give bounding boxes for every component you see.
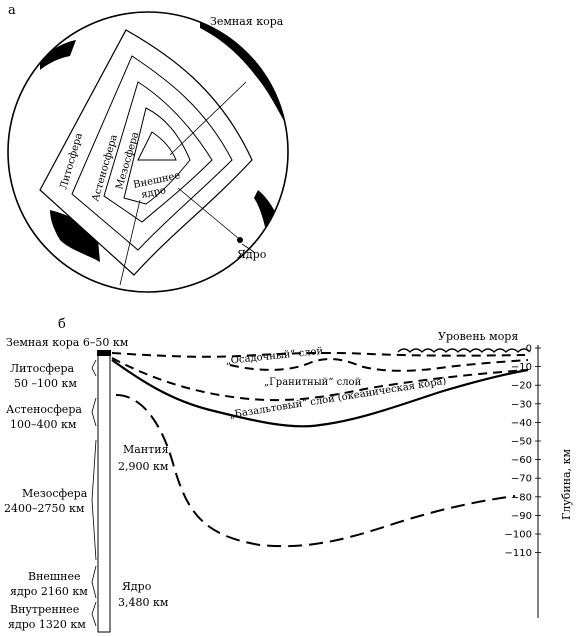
moho-boundary [111,359,529,428]
panel-a: а Земная кора Литосфера Астеносфера Мезо… [7,3,289,293]
depth-column [97,351,111,633]
depth-tick-label: −90 [511,511,532,522]
depth-tick-label: −100 [505,530,532,541]
sedimentary-boundary [111,351,526,358]
depth-tick-label: −40 [511,418,532,429]
label-inner-core-km: ядро 1320 км [8,618,86,631]
label-outer-core-km: ядро 2160 км [10,585,88,598]
granite-bottom-boundary [111,357,529,402]
depth-tick-label: −50 [511,437,532,448]
depth-tick-label: −20 [511,381,532,392]
radius-line-2 [177,187,239,239]
core-leader [241,243,255,253]
label-meso-b: Мезосфера [22,487,88,500]
panel-a-letter: а [8,3,16,18]
depth-tick-label: 0 [526,344,532,355]
label-core-b: Ядро [122,580,152,593]
depth-tick-label: −10 [511,362,532,373]
label-lith-b: Литосфера [10,362,75,375]
sea-level-waves [397,348,531,353]
radius-line-3 [119,199,141,286]
label-mantle: Мантия [123,443,169,456]
label-core: Ядро [237,248,267,261]
depth-tick-label: −30 [511,399,532,410]
depth-tick-label: −80 [511,492,532,503]
granite-top-boundary [229,358,529,372]
label-core-km: 3,480 км [118,596,169,609]
panel-b-letter: б [58,317,66,332]
column-braces [91,359,97,627]
label-crust-thickness: Земная кора 6–50 км [6,336,129,349]
label-crust: Земная кора [210,15,284,28]
label-outer-core-b: Внешнее [28,570,81,583]
depth-tick-label: −60 [511,455,532,466]
label-granite: „Гранитный“ слой [264,377,362,388]
label-outer-core-2: ядро [140,185,167,201]
depth-ticks: 0 −10 −20 −30 −40 −50 −60 −70 −80 −90 −100 −110 [505,344,541,559]
label-asth-b: Астеносфера [6,403,82,416]
crust-cap [97,350,111,356]
core-marker [237,237,243,243]
panel-b: б Земная кора 6–50 км Уровень моря „Осад… [4,317,573,633]
label-meso-km: 2400–2750 км [4,502,85,515]
label-sea-level: Уровень моря [438,330,518,343]
label-inner-core-b: Внутреннее [10,603,79,616]
lithosphere-base-curve [115,394,516,548]
radius-line-1 [169,81,247,156]
depth-axis-title: Глубина, км [560,449,573,520]
inner-core-wedge [137,131,177,161]
label-lith-km: 50 –100 км [14,377,77,390]
depth-tick-label: −70 [511,474,532,485]
depth-tick-label: −110 [505,548,532,559]
label-asth-km: 100–400 км [10,418,77,431]
label-mantle-km: 2,900 км [118,460,169,473]
